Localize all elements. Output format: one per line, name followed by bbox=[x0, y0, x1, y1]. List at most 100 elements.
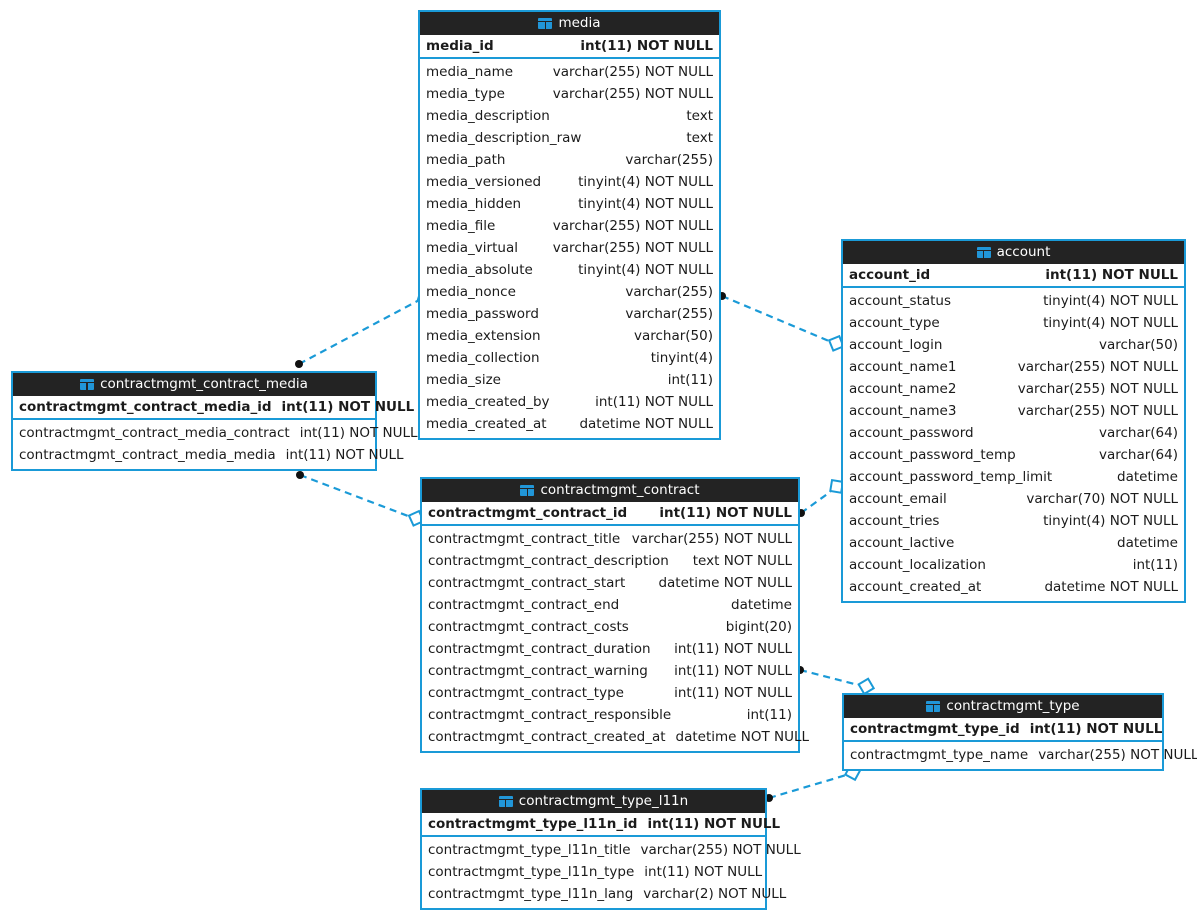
entity-title: account bbox=[996, 244, 1051, 260]
column-name: media_description bbox=[426, 108, 550, 124]
column-name: contractmgmt_contract_description bbox=[428, 553, 669, 569]
column-type: datetime bbox=[1117, 469, 1178, 485]
column-name: contractmgmt_contract_responsible bbox=[428, 707, 672, 723]
entity-title: media bbox=[558, 15, 601, 31]
column-name: account_password_temp bbox=[849, 447, 1016, 463]
column-type: text NOT NULL bbox=[692, 553, 792, 569]
column-name: contractmgmt_type_id bbox=[850, 721, 1020, 737]
column-name: media_extension bbox=[426, 328, 541, 344]
entity-table-contractmgmt_contract_media[interactable]: contractmgmt_contract_media contractmgmt_… bbox=[11, 371, 418, 471]
column-type: datetime NOT NULL bbox=[675, 729, 810, 745]
column-type: datetime bbox=[731, 597, 792, 613]
table-icon bbox=[538, 17, 553, 29]
entity-header-contractmgmt_type: contractmgmt_type bbox=[844, 695, 1162, 718]
column-name: media_description_raw bbox=[426, 130, 582, 146]
column-name: account_login bbox=[849, 337, 943, 353]
column-name: media_created_at bbox=[426, 416, 547, 432]
column-type: int(11) NOT NULL bbox=[281, 399, 415, 415]
entity-header-contractmgmt_contract_media: contractmgmt_contract_media bbox=[13, 373, 375, 396]
column-name: contractmgmt_contract_media_media bbox=[19, 447, 276, 463]
column-name: contractmgmt_contract_costs bbox=[428, 619, 629, 635]
relationship-line bbox=[768, 774, 846, 800]
column-type: varchar(64) bbox=[1098, 425, 1178, 441]
column-name: contractmgmt_contract_end bbox=[428, 597, 620, 613]
column-name: account_password bbox=[849, 425, 974, 441]
entity-title: contractmgmt_contract_media bbox=[100, 376, 308, 392]
relationship-line bbox=[799, 668, 859, 687]
column-type: varchar(255) bbox=[625, 306, 713, 322]
column-row[interactable]: contractmgmt_contract_end datetime bbox=[422, 594, 798, 616]
column-row[interactable]: contractmgmt_contract_description text NO… bbox=[422, 550, 798, 572]
relationship-rel-media-to-account bbox=[718, 292, 845, 352]
column-row[interactable]: account_password varchar(64) bbox=[843, 422, 1184, 444]
column-type: tinyint(4) NOT NULL bbox=[1043, 293, 1178, 309]
column-name: media_file bbox=[426, 218, 496, 234]
column-name: contractmgmt_contract_duration bbox=[428, 641, 651, 657]
column-type: varchar(255) NOT NULL bbox=[1038, 747, 1197, 763]
column-name: contractmgmt_type_l11n_type bbox=[428, 864, 635, 880]
table-icon bbox=[976, 246, 991, 258]
column-type: varchar(255) NOT NULL bbox=[1017, 359, 1178, 375]
column-type: int(11) NOT NULL bbox=[595, 394, 713, 410]
entity-title: contractmgmt_type bbox=[946, 698, 1080, 714]
